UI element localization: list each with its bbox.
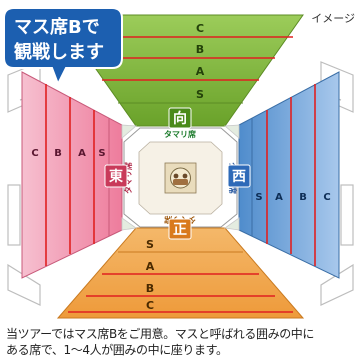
direction-east-badge: 東 bbox=[104, 164, 128, 188]
east-section: C B A S bbox=[21, 71, 123, 279]
north-label-b: B bbox=[196, 43, 204, 56]
direction-west-badge: 西 bbox=[227, 164, 251, 188]
corner-aisles bbox=[121, 124, 240, 231]
callout-line1-suffix: で bbox=[82, 17, 100, 38]
dohyo-icon bbox=[164, 162, 197, 194]
caption-line2: ある席で、1～4人が囲みの中に座ります。 bbox=[6, 343, 228, 357]
north-label-s: S bbox=[196, 88, 204, 101]
east-label-c: C bbox=[31, 148, 38, 159]
east-label-s: S bbox=[98, 148, 105, 159]
south-label-a: A bbox=[146, 260, 155, 273]
direction-north-label: 向 bbox=[173, 110, 187, 127]
callout-bubble: マス席Bで 観戦します bbox=[3, 7, 123, 87]
caption-line1: 当ツアーではマス席Bをご用意。マスと呼ばれる囲みの中に bbox=[6, 327, 314, 341]
east-label-b: B bbox=[54, 148, 62, 159]
tamari-label-east: タマリ席 bbox=[123, 162, 133, 194]
image-note: イメージ bbox=[311, 12, 355, 25]
west-section: S A B C bbox=[238, 71, 340, 279]
west-label-s: S bbox=[255, 192, 262, 203]
tamari-ring: タマリ席 タマリ席 タマリ席 タマリ席 bbox=[123, 127, 238, 228]
south-label-c: C bbox=[146, 299, 154, 312]
direction-west-label: 西 bbox=[232, 169, 246, 185]
west-label-c: C bbox=[323, 192, 330, 203]
south-label-b: B bbox=[146, 282, 154, 295]
west-label-b: B bbox=[299, 192, 307, 203]
south-section: S A B C bbox=[56, 227, 305, 319]
caption: 当ツアーではマス席Bをご用意。マスと呼ばれる囲みの中に ある席で、1～4人が囲み… bbox=[6, 326, 358, 358]
direction-south-badge: 正 bbox=[168, 218, 192, 240]
direction-south-label: 正 bbox=[173, 222, 187, 238]
south-label-s: S bbox=[146, 238, 154, 251]
callout-line1-main: マス席B bbox=[14, 16, 82, 38]
direction-east-label: 東 bbox=[109, 168, 123, 185]
west-label-a: A bbox=[275, 192, 283, 203]
callout-line1: マス席Bで bbox=[14, 16, 100, 38]
east-label-a: A bbox=[78, 148, 86, 159]
direction-north-badge: 向 bbox=[168, 107, 192, 129]
north-label-a: A bbox=[196, 65, 205, 78]
north-label-c: C bbox=[196, 22, 204, 35]
callout-line2: 観戦します bbox=[14, 41, 104, 63]
tamari-label-north: タマリ席 bbox=[164, 129, 196, 139]
